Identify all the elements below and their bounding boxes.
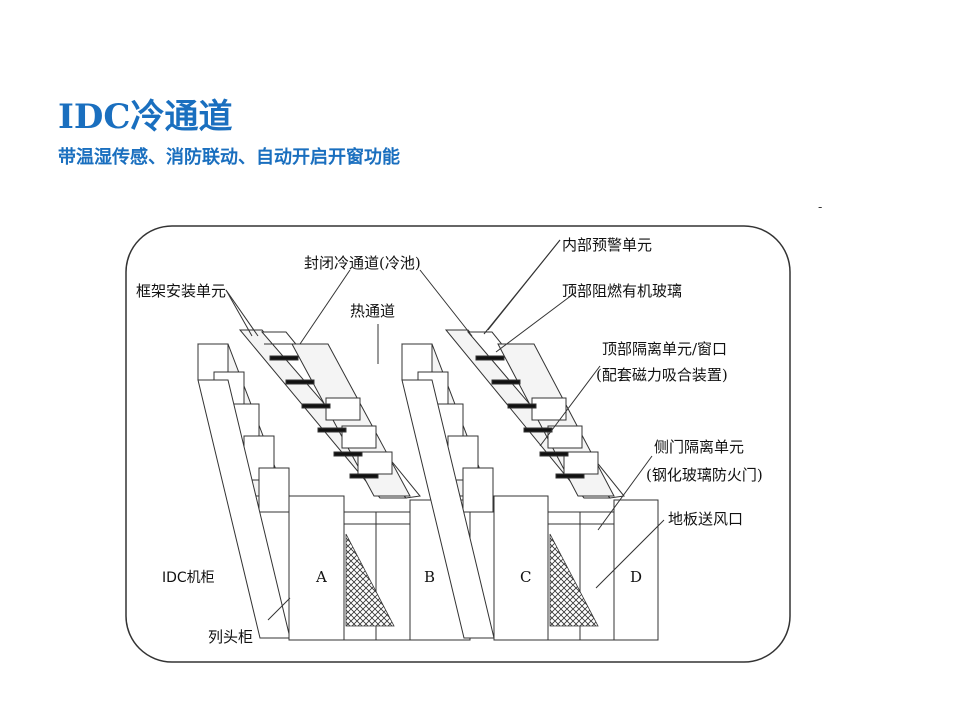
label-floor-vent: 地板送风口 xyxy=(668,510,743,528)
label-frame-unit: 框架安装单元 xyxy=(136,282,226,300)
row-letter-b: B xyxy=(424,568,435,586)
label-top-isolation-2: (配套磁力吸合装置) xyxy=(596,366,728,384)
page-title: IDC冷通道 xyxy=(58,97,233,137)
idc-cabinet-label-box xyxy=(156,560,236,592)
label-top-isolation-1: 顶部隔离单元/窗口 xyxy=(602,340,727,358)
corner-marker: - xyxy=(818,200,823,214)
label-sealed-cold-aisle: 封闭冷通道(冷池) xyxy=(304,254,421,272)
page-subtitle: 带温湿传感、消防联动、自动开启开窗功能 xyxy=(58,147,400,168)
label-hot-aisle: 热通道 xyxy=(350,302,395,320)
label-side-door-1: 侧门隔离单元 xyxy=(654,438,744,456)
leader-lines xyxy=(225,239,665,621)
label-inner-alarm: 内部预警单元 xyxy=(562,236,652,254)
rack-group-right xyxy=(401,329,659,641)
rack-group-left xyxy=(197,329,471,641)
label-top-glass: 顶部阻燃有机玻璃 xyxy=(562,282,682,300)
label-end-cabinet: 列头柜 xyxy=(208,628,253,646)
row-letter-a: A xyxy=(315,568,327,586)
label-side-door-2: (钢化玻璃防火门) xyxy=(646,466,763,484)
row-letter-c: C xyxy=(520,568,531,586)
label-idc-cabinet: IDC机柜 xyxy=(162,570,215,586)
row-letter-d: D xyxy=(630,568,642,586)
diagram-frame xyxy=(125,225,791,663)
